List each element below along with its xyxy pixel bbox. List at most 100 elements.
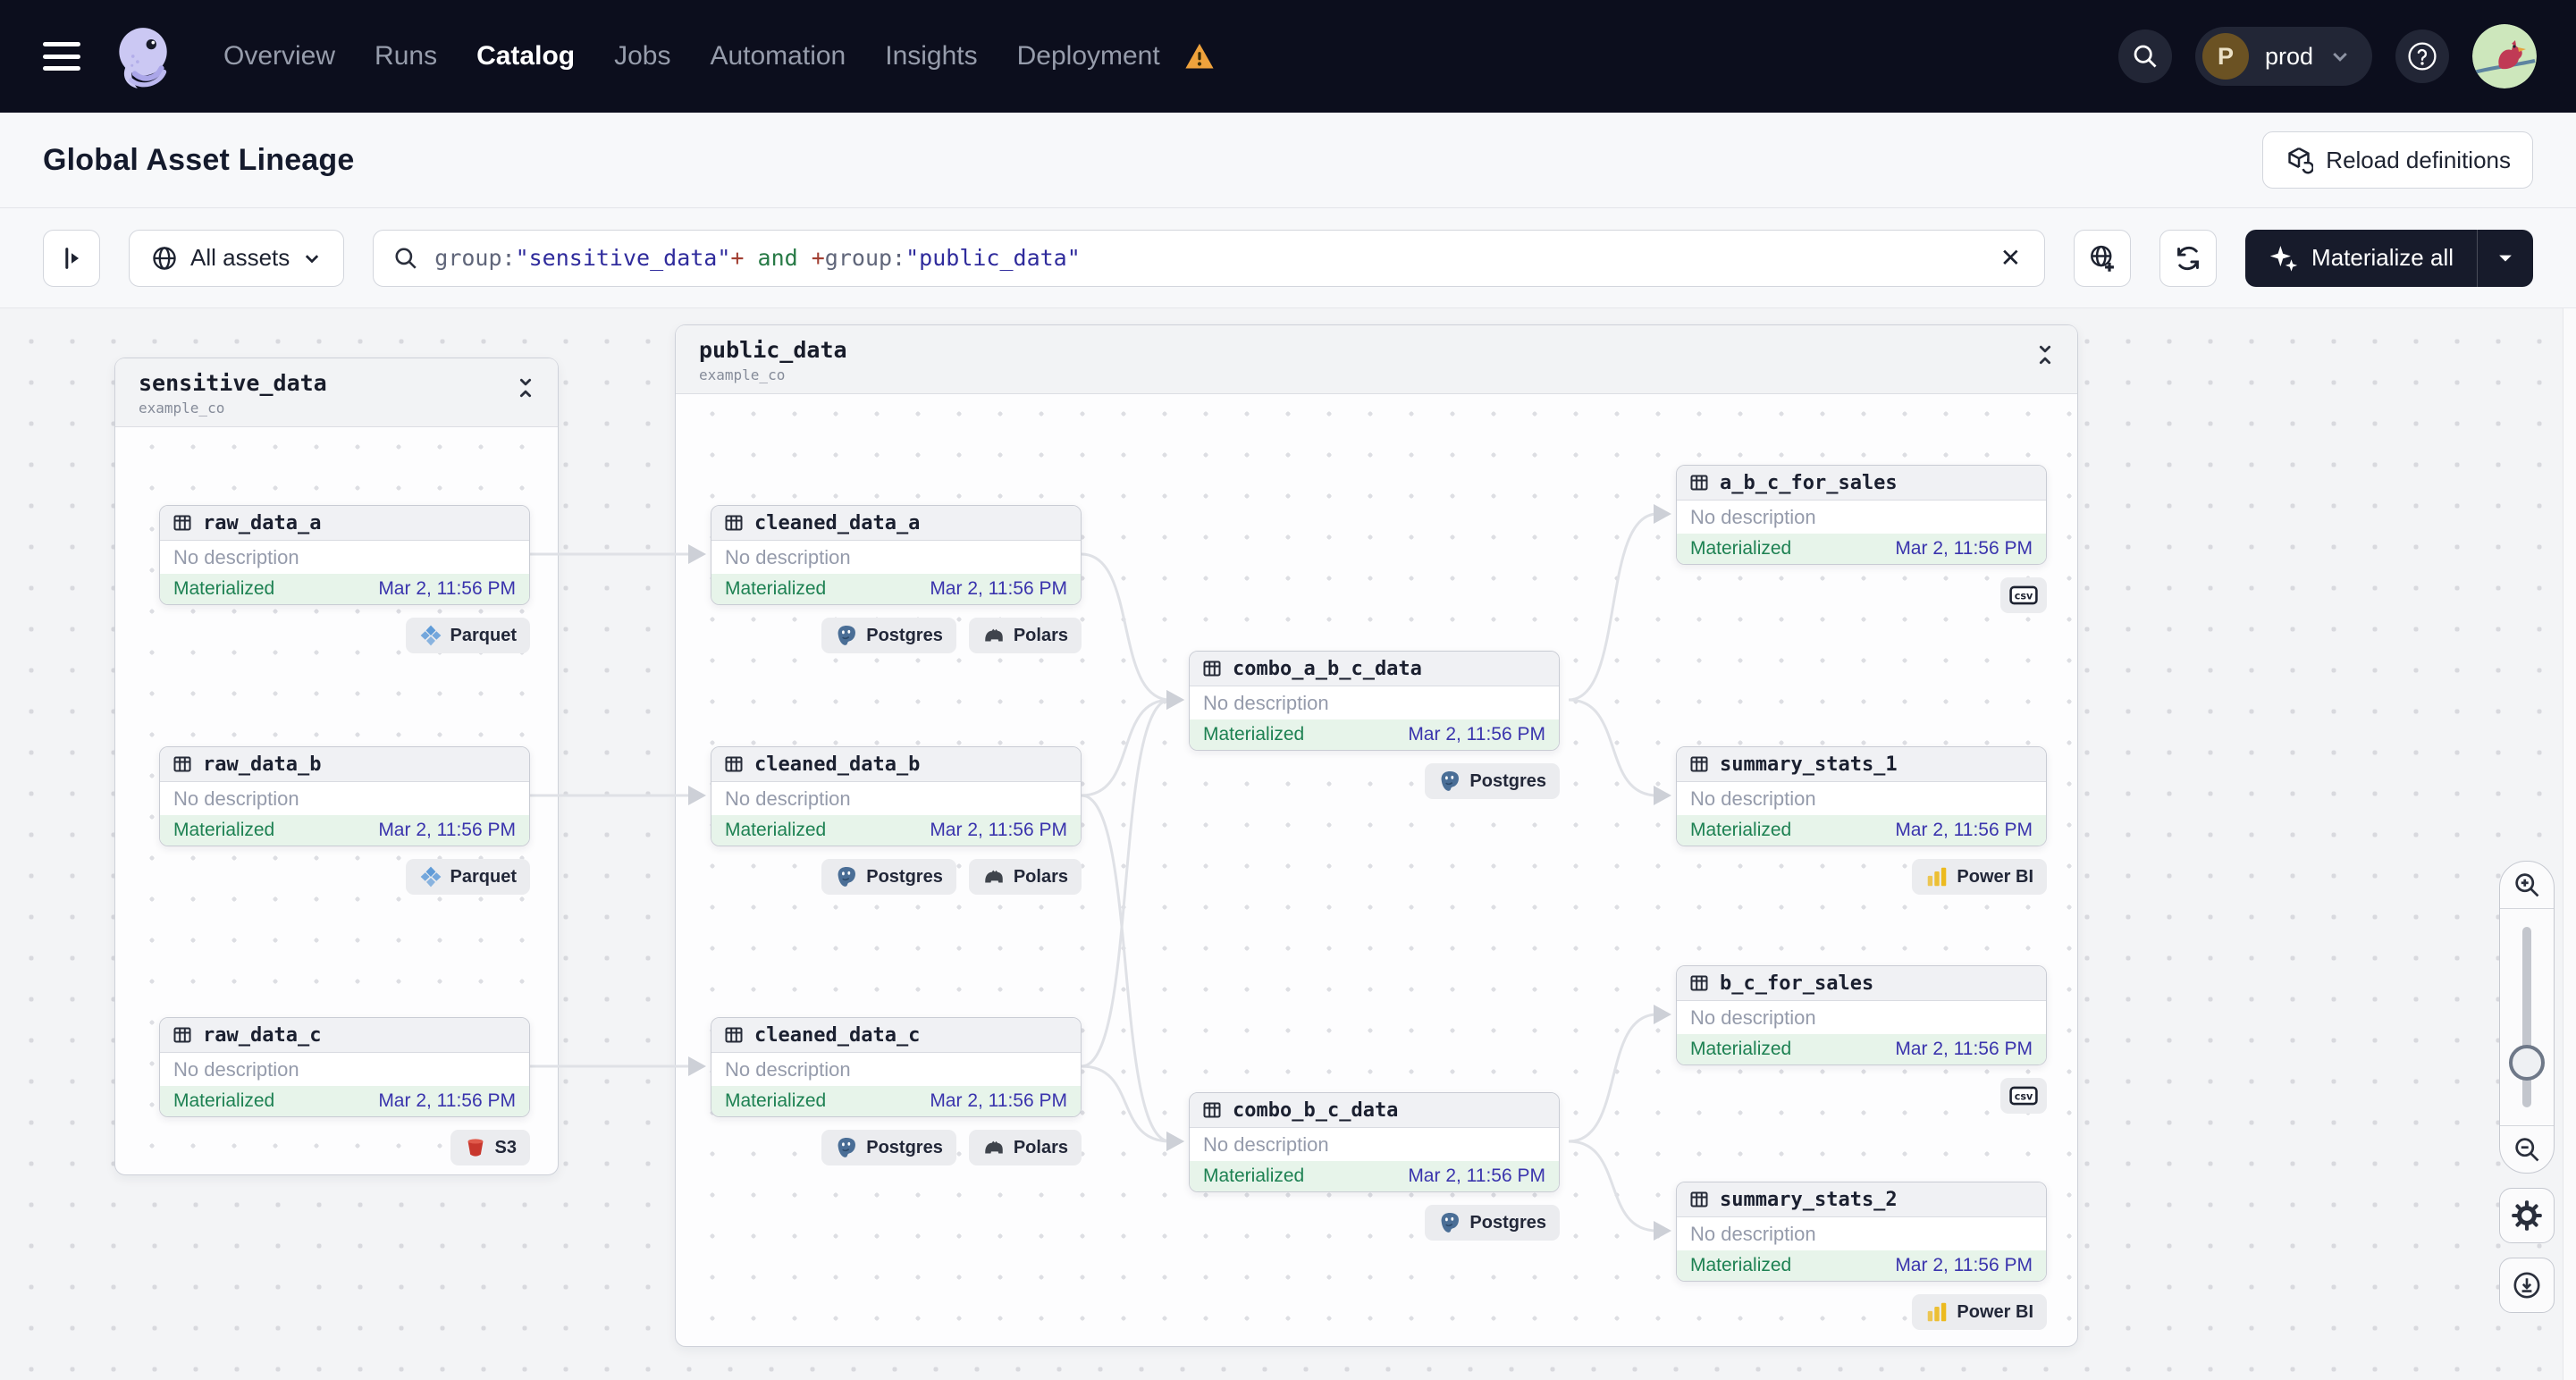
asset-description: No description xyxy=(1677,1217,2046,1250)
tag-postgres[interactable]: Postgres xyxy=(821,859,956,895)
tag-postgres[interactable]: Postgres xyxy=(821,618,956,653)
tag-parquet[interactable]: Parquet xyxy=(405,859,530,895)
asset-description: No description xyxy=(1190,1128,1559,1161)
tag-csv[interactable]: csv xyxy=(2000,577,2047,613)
tag-polars[interactable]: Polars xyxy=(968,859,1082,895)
table-icon xyxy=(725,515,743,531)
chevron-down-icon xyxy=(306,254,319,263)
zoom-slider-knob[interactable] xyxy=(2509,1045,2545,1081)
materialize-all-button[interactable]: Materialize all xyxy=(2245,230,2477,287)
asset-search-input[interactable]: group:"sensitive_data"+ and +group:"publ… xyxy=(373,229,2046,287)
tag-postgres[interactable]: Postgres xyxy=(1425,1205,1560,1241)
asset-scope-dropdown[interactable]: All assets xyxy=(129,229,345,287)
nav-item-automation[interactable]: Automation xyxy=(710,41,846,71)
materialize-all-label: Materialize all xyxy=(2311,244,2454,271)
collapse-group-icon[interactable] xyxy=(2033,342,2058,367)
tag-label: Postgres xyxy=(866,625,943,645)
postgres-icon xyxy=(1442,1212,1460,1233)
group-subtitle: example_co xyxy=(699,366,786,383)
tag-label: Polars xyxy=(1013,1137,1068,1157)
zoom-slider-track[interactable] xyxy=(2522,927,2531,1107)
asset-name: b_c_for_sales xyxy=(1720,972,1874,995)
tag-s3[interactable]: S3 xyxy=(450,1130,530,1165)
table-icon xyxy=(1690,975,1708,991)
asset-description: No description xyxy=(160,1053,529,1086)
asset-timestamp: Mar 2, 11:56 PM xyxy=(378,820,516,840)
graph-settings-button[interactable] xyxy=(2499,1188,2555,1243)
deployment-switcher[interactable]: P prod xyxy=(2194,27,2372,86)
tag-parquet[interactable]: Parquet xyxy=(405,618,530,653)
new-asset-selection-button[interactable] xyxy=(2074,229,2132,287)
user-avatar[interactable] xyxy=(2472,24,2537,88)
nav-item-overview[interactable]: Overview xyxy=(223,41,336,71)
zoom-controls xyxy=(2499,861,2555,1313)
search-button[interactable] xyxy=(2117,29,2172,83)
tag-powerbi[interactable]: Power BI xyxy=(1912,859,2047,895)
tag-postgres[interactable]: Postgres xyxy=(1425,763,1560,799)
zoom-out-icon xyxy=(2515,1138,2539,1162)
collapse-group-icon[interactable] xyxy=(513,375,538,400)
asset-status: Materialized xyxy=(1203,724,1305,745)
nav-item-jobs[interactable]: Jobs xyxy=(614,41,671,71)
parquet-icon xyxy=(420,625,441,646)
nav-item-catalog[interactable]: Catalog xyxy=(476,41,576,71)
nav-item-runs[interactable]: Runs xyxy=(375,41,438,71)
asset-node-header: raw_data_b xyxy=(160,747,529,782)
asset-timestamp: Mar 2, 11:56 PM xyxy=(378,578,516,599)
download-icon xyxy=(2513,1272,2540,1299)
toggle-sidebar-button[interactable] xyxy=(43,229,100,287)
asset-timestamp: Mar 2, 11:56 PM xyxy=(930,820,1067,840)
help-button[interactable] xyxy=(2395,29,2449,83)
nav-item-insights[interactable]: Insights xyxy=(885,41,978,71)
tag-csv[interactable]: csv xyxy=(2000,1078,2047,1114)
zoom-in-button[interactable] xyxy=(2500,862,2554,909)
dagster-logo-icon[interactable] xyxy=(107,21,177,91)
zoom-out-button[interactable] xyxy=(2500,1125,2554,1173)
tag-powerbi[interactable]: Power BI xyxy=(1912,1294,2047,1330)
globe-icon xyxy=(153,246,176,270)
tag-postgres[interactable]: Postgres xyxy=(821,1130,956,1165)
asset-name: cleaned_data_a xyxy=(754,511,921,534)
asset-tags-combo_b_c_data: Postgres xyxy=(1189,1205,1560,1241)
search-icon xyxy=(2134,45,2157,68)
nav-links: Overview Runs Catalog Jobs Automation Insight… xyxy=(223,41,1216,72)
asset-name: combo_b_c_data xyxy=(1233,1098,1399,1122)
asset-timestamp: Mar 2, 11:56 PM xyxy=(1408,724,1545,745)
tag-polars[interactable]: Polars xyxy=(968,618,1082,653)
menu-icon[interactable] xyxy=(43,42,80,71)
asset-node-header: combo_b_c_data xyxy=(1190,1093,1559,1128)
clear-search-icon[interactable]: ✕ xyxy=(1999,244,2022,272)
asset-timestamp: Mar 2, 11:56 PM xyxy=(930,578,1067,599)
vertical-scrollbar[interactable] xyxy=(2563,308,2576,1380)
zoom-slider[interactable] xyxy=(2500,909,2554,1125)
nav-item-deployment[interactable]: Deployment xyxy=(1016,41,1160,71)
asset-description: No description xyxy=(711,1053,1081,1086)
download-image-button[interactable] xyxy=(2499,1258,2555,1313)
tag-polars[interactable]: Polars xyxy=(968,1130,1082,1165)
asset-name: summary_stats_1 xyxy=(1720,753,1898,776)
tag-label: Polars xyxy=(1013,866,1068,887)
materialize-options-button[interactable] xyxy=(2477,229,2533,287)
asset-name: raw_data_a xyxy=(203,511,322,534)
refresh-button[interactable] xyxy=(2159,229,2218,287)
table-icon xyxy=(173,756,191,772)
svg-text:csv: csv xyxy=(2015,1090,2033,1102)
reload-definitions-button[interactable]: Reload definitions xyxy=(2262,131,2533,189)
polars-icon xyxy=(985,870,1003,883)
